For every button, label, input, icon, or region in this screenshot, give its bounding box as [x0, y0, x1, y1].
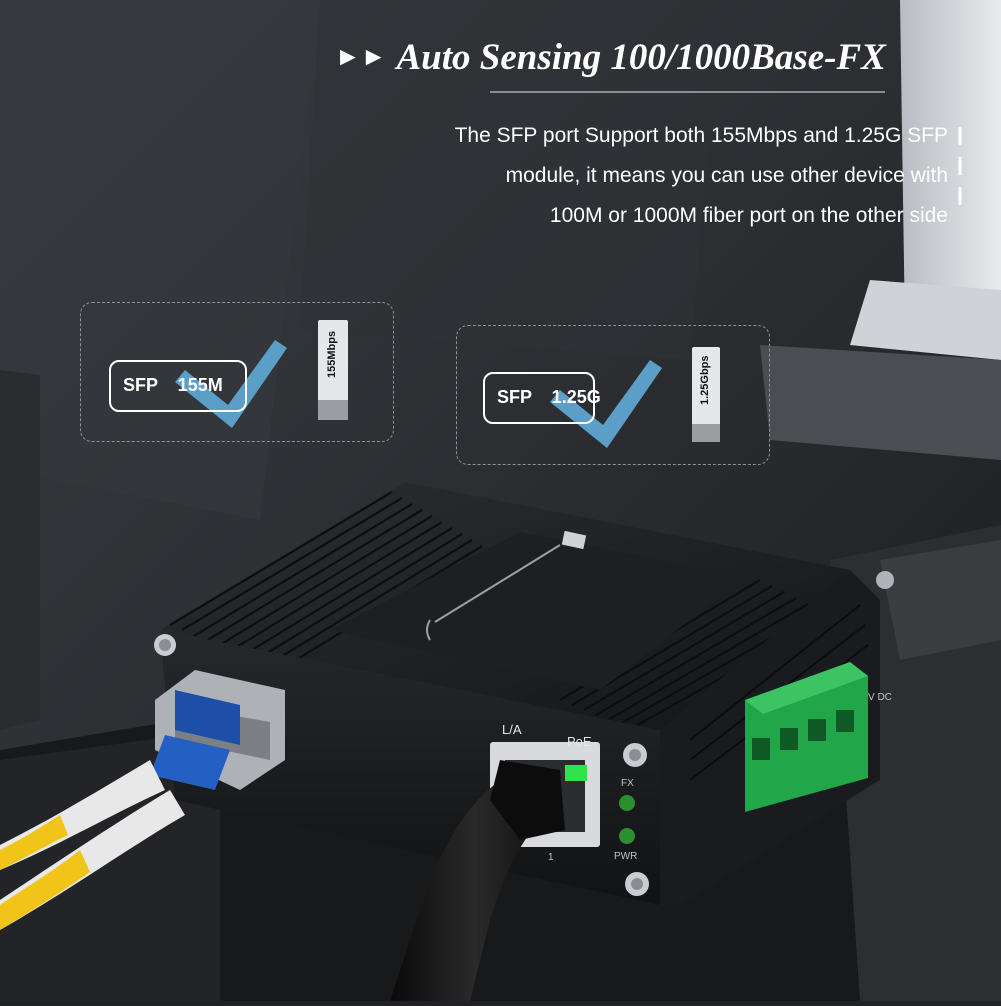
wifi-wave-icon [426, 619, 431, 641]
description-line: module, it means you can use other devic… [505, 164, 948, 187]
sfp-option-box-155m [80, 302, 394, 442]
checkmark-icon [550, 360, 662, 448]
screw-icon [154, 571, 894, 896]
pwr-led [619, 828, 635, 844]
port-label: L/A [502, 722, 522, 737]
description-line: The SFP port Support both 155Mbps and 1.… [454, 124, 948, 147]
sfp-module-text: 1.25Gbps [699, 355, 711, 405]
poe-label: PoE [567, 734, 592, 749]
sfp-module-icon [692, 347, 720, 442]
power-terminal-block[interactable] [745, 662, 868, 812]
port-number: 1 [548, 852, 554, 863]
arrow-icon: ►► [335, 42, 387, 71]
headline-title: Auto Sensing 100/1000Base-FX [396, 37, 886, 78]
sfp-option-box-1-25g [456, 325, 770, 465]
sfp-module-icon [318, 320, 348, 420]
sfp-module-text: 155Mbps [326, 330, 338, 378]
sfp-label-1-25g: SFP 1.25G [483, 372, 601, 424]
lc-connector [175, 690, 240, 745]
fx-led [619, 795, 635, 811]
pwr-label: PWR [614, 851, 638, 862]
poe-led [565, 765, 587, 781]
dc-label: V DC [868, 692, 892, 703]
headline: ►► Auto Sensing 100/1000Base-FX [335, 36, 975, 86]
sfp-label-155m: SFP 155M [109, 360, 247, 412]
description-line: 100M or 1000M fiber port on the other si… [549, 204, 948, 227]
fx-label: FX [621, 778, 634, 789]
description: The SFP port Support both 155Mbps and 1.… [340, 116, 948, 236]
